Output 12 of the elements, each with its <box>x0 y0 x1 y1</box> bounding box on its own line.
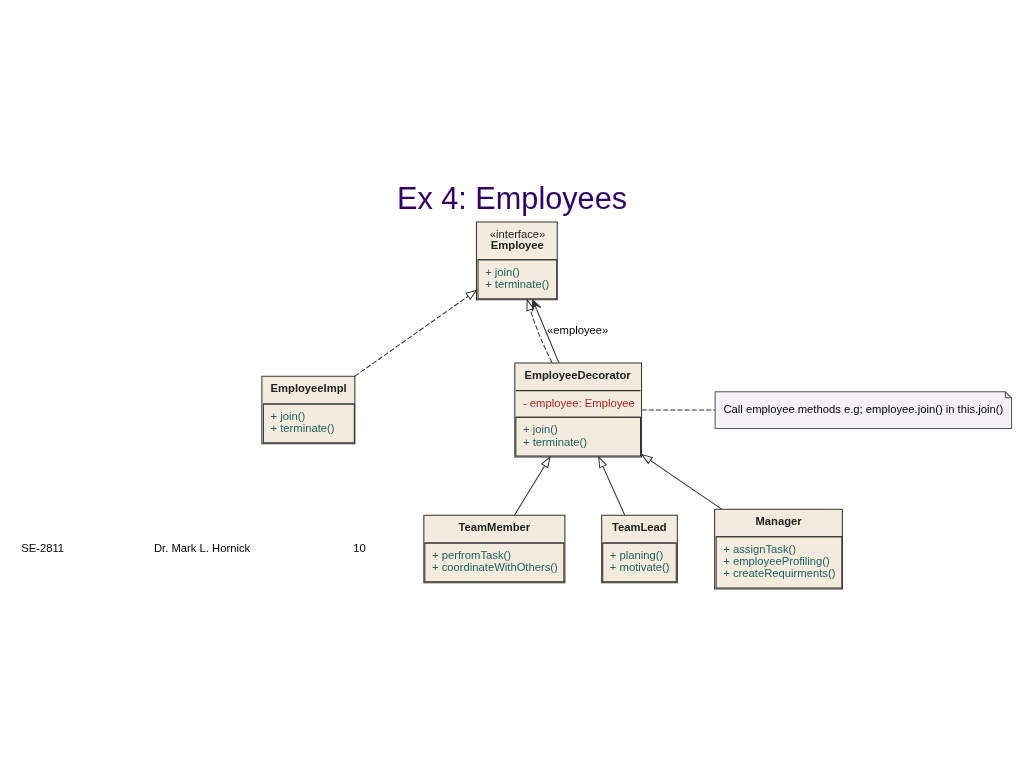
label: Dr. Mark L. Hornick <box>153 541 251 554</box>
label: SE-2811 <box>21 541 65 554</box>
arrow <box>640 453 723 510</box>
arrow <box>354 289 478 377</box>
arrow <box>598 455 626 516</box>
connector <box>641 409 716 411</box>
label: 10 <box>353 541 366 554</box>
arrow <box>531 298 560 363</box>
edge-label: «employee» <box>547 323 609 336</box>
arrow <box>513 455 551 516</box>
diagram-title: Ex 4: Employees <box>396 180 628 215</box>
arrow <box>526 298 553 363</box>
